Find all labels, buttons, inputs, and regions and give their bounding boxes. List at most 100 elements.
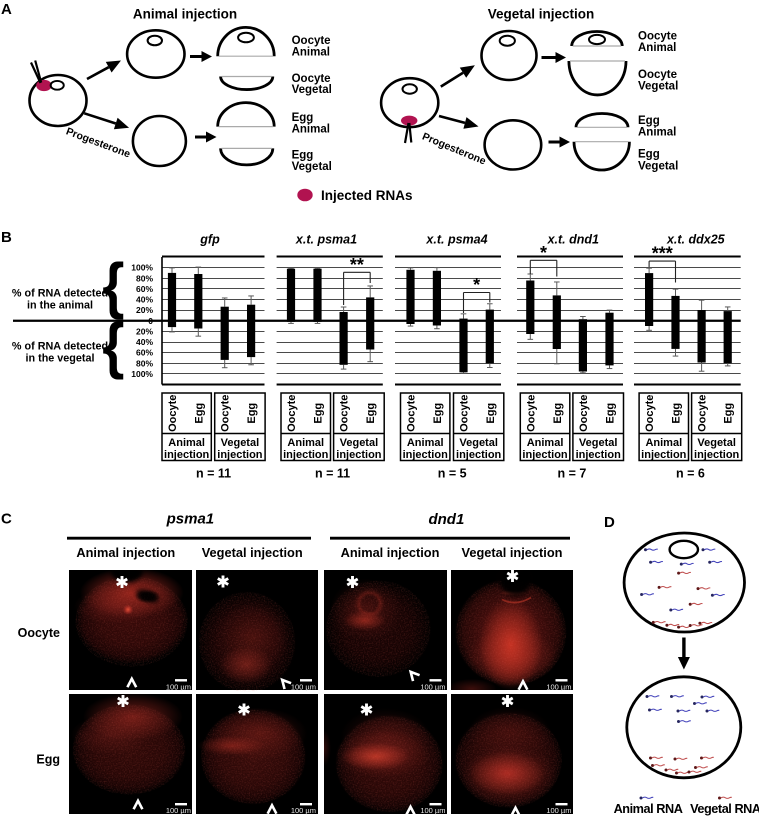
svg-text:n = 11: n = 11: [315, 467, 350, 481]
svg-text:Animal: Animal: [292, 124, 330, 136]
svg-text:injection: injection: [164, 449, 210, 461]
svg-text:Egg: Egg: [246, 403, 258, 424]
svg-text:80%: 80%: [136, 358, 153, 368]
svg-text:Oocyte: Oocyte: [339, 395, 351, 432]
svg-text:80%: 80%: [136, 273, 153, 283]
svg-text:Animal: Animal: [292, 47, 330, 59]
svg-text:Progesterone: Progesterone: [420, 131, 487, 168]
svg-text:Egg: Egg: [292, 112, 314, 124]
svg-text:in the animal: in the animal: [27, 299, 93, 311]
svg-text:x.t. dnd1: x.t. dnd1: [547, 233, 599, 247]
svg-text:Animal: Animal: [638, 42, 676, 54]
svg-text:Injected RNAs: Injected RNAs: [321, 188, 413, 203]
svg-text:Egg: Egg: [723, 403, 735, 424]
svg-text:Vegetal RNA: Vegetal RNA: [690, 802, 759, 816]
svg-text:Egg: Egg: [605, 403, 617, 424]
svg-text:Progesterone: Progesterone: [64, 126, 132, 161]
svg-text:Egg: Egg: [638, 148, 660, 160]
svg-text:injection: injection: [456, 449, 502, 461]
svg-text:D: D: [604, 514, 615, 531]
svg-text:40%: 40%: [136, 295, 153, 305]
svg-text:Animal: Animal: [407, 437, 444, 449]
svg-text:n = 7: n = 7: [557, 467, 586, 481]
svg-text:*: *: [540, 243, 547, 263]
svg-text:x.t. psma4: x.t. psma4: [425, 233, 487, 247]
svg-text:% of RNA detected: % of RNA detected: [12, 341, 108, 353]
svg-text:{: {: [102, 310, 124, 380]
svg-text:in the vegetal: in the vegetal: [26, 352, 95, 364]
svg-text:Oocyte: Oocyte: [638, 31, 677, 43]
svg-text:Vegetal: Vegetal: [292, 84, 332, 96]
svg-text:100 µm: 100 µm: [546, 682, 571, 691]
svg-text:Vegetal: Vegetal: [638, 161, 678, 173]
svg-text:% of RNA detected: % of RNA detected: [12, 288, 108, 300]
svg-text:Animal: Animal: [645, 437, 682, 449]
svg-text:Animal: Animal: [168, 437, 205, 449]
svg-text:Vegetal injection: Vegetal injection: [488, 7, 595, 22]
svg-text:Oocyte: Oocyte: [220, 395, 232, 432]
svg-text:40%: 40%: [136, 337, 153, 347]
svg-text:Oocyte: Oocyte: [697, 395, 709, 432]
svg-text:100 µm: 100 µm: [166, 682, 191, 691]
svg-text:A: A: [1, 1, 12, 18]
svg-text:Animal: Animal: [287, 437, 324, 449]
svg-text:Oocyte: Oocyte: [459, 395, 471, 432]
svg-text:Animal injection: Animal injection: [76, 545, 175, 560]
svg-text:injection: injection: [641, 449, 687, 461]
svg-text:injection: injection: [217, 449, 263, 461]
svg-text:Oocyte: Oocyte: [578, 395, 590, 432]
svg-text:injection: injection: [576, 449, 622, 461]
svg-text:20%: 20%: [136, 326, 153, 336]
svg-text:Egg: Egg: [292, 150, 314, 162]
svg-text:x.t. psma1: x.t. psma1: [295, 233, 357, 247]
svg-text:Vegetal: Vegetal: [638, 80, 678, 92]
svg-text:100 µm: 100 µm: [291, 806, 316, 815]
svg-text:Egg: Egg: [671, 403, 683, 424]
svg-text:100%: 100%: [131, 263, 153, 273]
svg-text:dnd1: dnd1: [428, 511, 464, 528]
svg-text:**: **: [350, 255, 364, 275]
svg-text:Oocyte: Oocyte: [167, 395, 179, 432]
svg-text:Oocyte: Oocyte: [406, 395, 418, 432]
svg-text:Oocyte: Oocyte: [292, 35, 331, 47]
svg-text:injection: injection: [694, 449, 740, 461]
svg-text:n = 6: n = 6: [676, 467, 705, 481]
svg-text:B: B: [1, 229, 12, 246]
svg-text:x.t. ddx25: x.t. ddx25: [666, 233, 726, 247]
svg-text:Vegetal injection: Vegetal injection: [202, 545, 303, 560]
svg-text:100 µm: 100 µm: [546, 806, 571, 815]
svg-text:Animal: Animal: [638, 127, 676, 139]
svg-text:Egg: Egg: [432, 403, 444, 424]
svg-text:Vegetal: Vegetal: [697, 437, 736, 449]
svg-text:Animal: Animal: [527, 437, 564, 449]
svg-text:injection: injection: [522, 449, 568, 461]
svg-text:Egg: Egg: [638, 115, 660, 127]
svg-text:Animal injection: Animal injection: [133, 7, 237, 22]
svg-text:gfp: gfp: [199, 233, 220, 247]
svg-text:60%: 60%: [136, 284, 153, 294]
svg-text:100%: 100%: [131, 369, 153, 379]
svg-text:*: *: [473, 275, 480, 295]
svg-text:Egg: Egg: [552, 403, 564, 424]
svg-text:n = 5: n = 5: [438, 467, 467, 481]
svg-text:Oocyte: Oocyte: [638, 69, 677, 81]
svg-text:***: ***: [652, 244, 673, 264]
svg-text:Egg: Egg: [485, 403, 497, 424]
svg-text:Vegetal: Vegetal: [340, 437, 379, 449]
svg-text:{: {: [102, 250, 124, 320]
svg-text:Egg: Egg: [365, 403, 377, 424]
svg-text:psma1: psma1: [166, 511, 215, 528]
svg-text:n = 11: n = 11: [196, 467, 231, 481]
svg-text:Oocyte: Oocyte: [286, 395, 298, 432]
svg-text:Vegetal: Vegetal: [579, 437, 618, 449]
svg-text:Animal RNA: Animal RNA: [614, 802, 683, 816]
svg-text:20%: 20%: [136, 305, 153, 315]
svg-text:Vegetal: Vegetal: [459, 437, 498, 449]
svg-text:100 µm: 100 µm: [166, 806, 191, 815]
svg-text:injection: injection: [403, 449, 449, 461]
svg-text:injection: injection: [336, 449, 382, 461]
svg-text:Egg: Egg: [313, 403, 325, 424]
svg-text:Oocyte: Oocyte: [644, 395, 656, 432]
svg-text:Vegetal injection: Vegetal injection: [462, 545, 563, 560]
svg-text:Egg: Egg: [193, 403, 205, 424]
